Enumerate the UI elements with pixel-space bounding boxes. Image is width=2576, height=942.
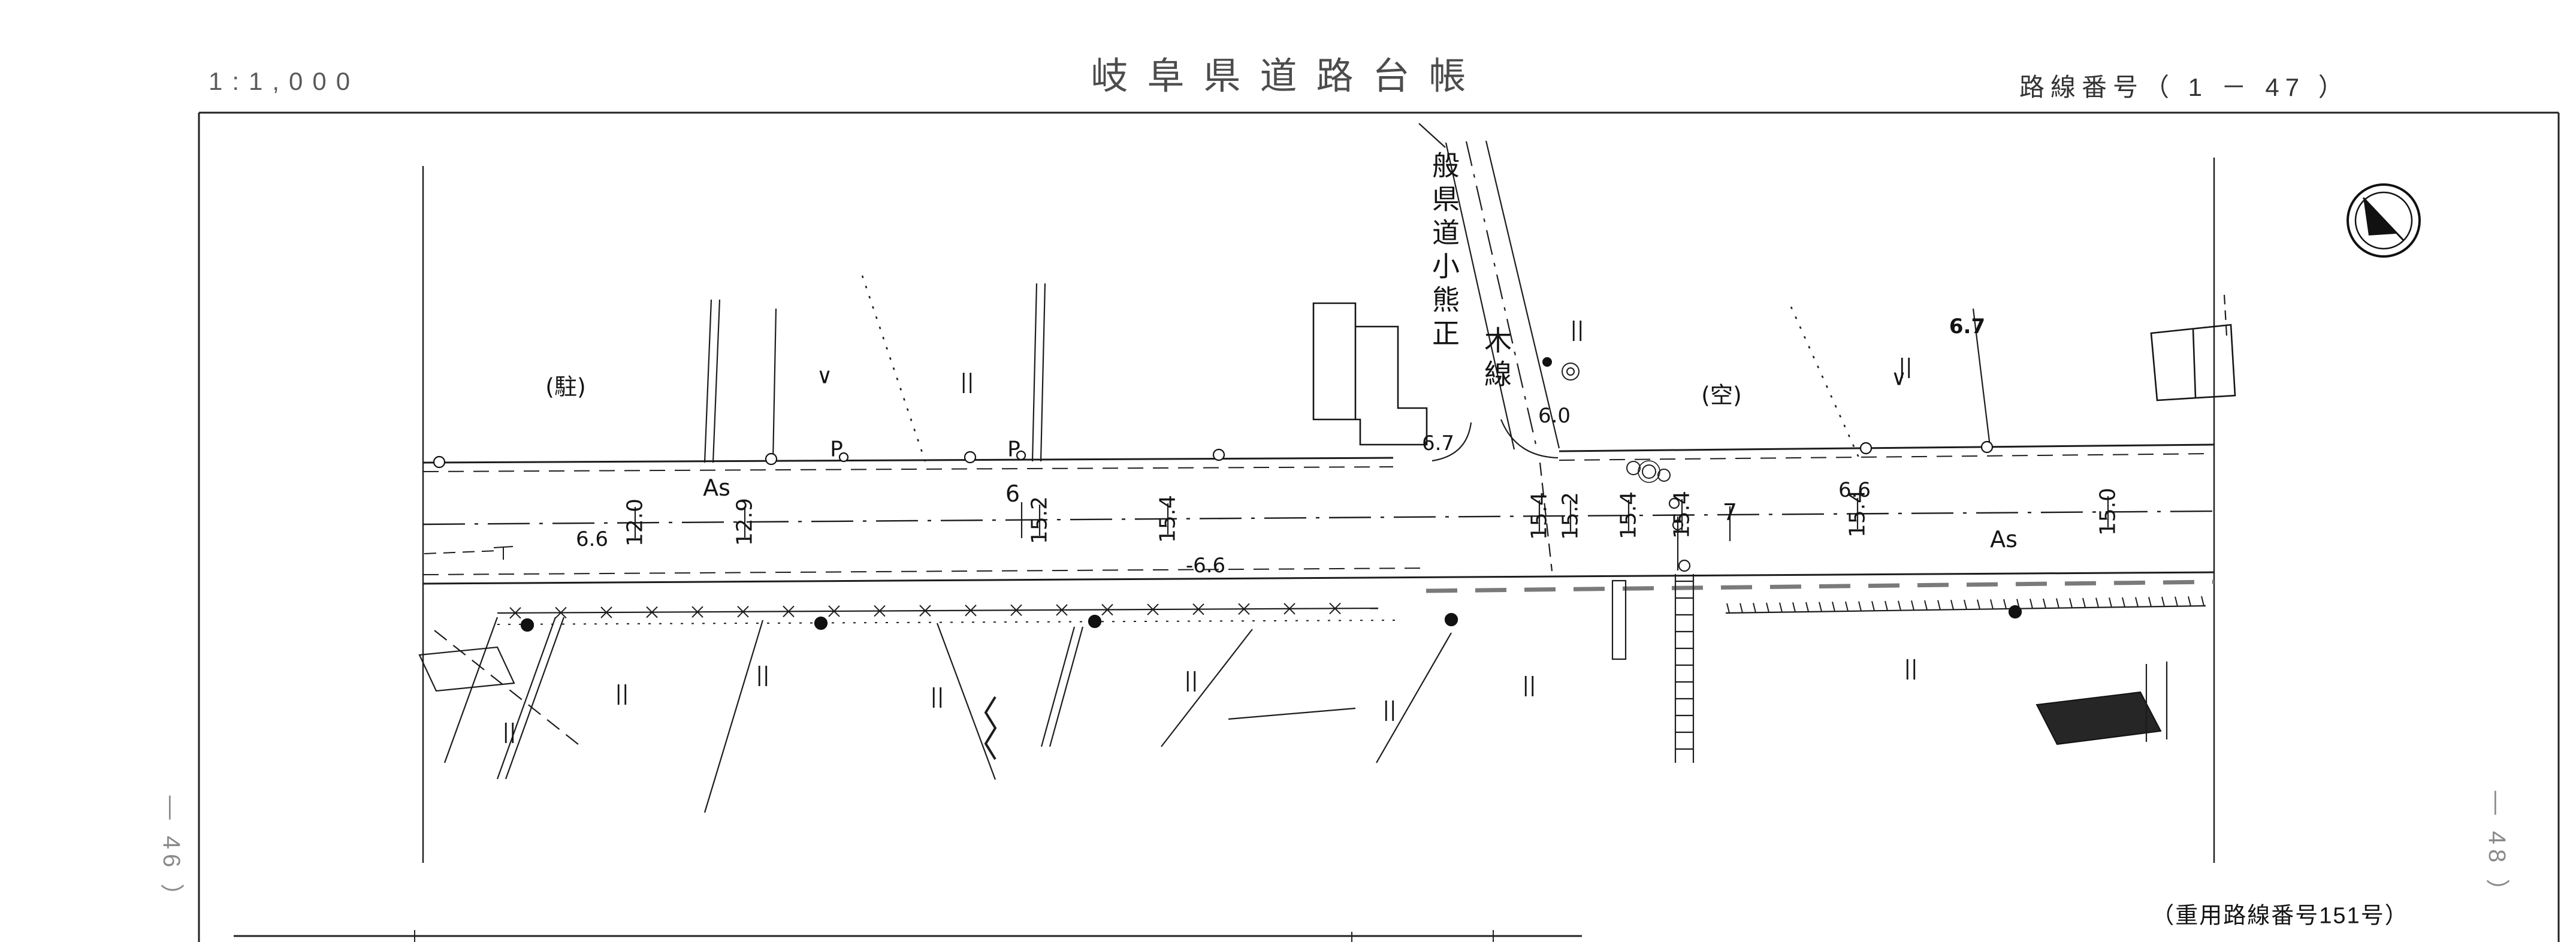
pole-label: P <box>830 437 843 462</box>
surface-label: As <box>703 475 730 501</box>
main-road-lines <box>422 443 2215 625</box>
map-annotation: 12.9 <box>732 497 757 547</box>
station-number: 6 <box>1005 481 1020 507</box>
surface-label: As <box>1990 526 2018 552</box>
map-annotation: 6.7 <box>1421 431 1455 455</box>
land-use-label: (空) <box>1701 382 1742 409</box>
station-ticks <box>634 496 2109 541</box>
map-annotation: 15.0 <box>2095 487 2121 536</box>
map-annotation: 15.4 <box>1669 490 1695 539</box>
map-annotation: 6.7 <box>1949 315 1986 339</box>
pole-label: P <box>1007 437 1020 462</box>
junction-markers <box>1542 357 1671 483</box>
map-annotation: 6.0 <box>1538 404 1571 428</box>
route-number-label: 路線番号（ 1 － 47 ） <box>2019 73 2349 101</box>
map-annotation: 6.6 <box>575 527 609 551</box>
land-use-label: (駐) <box>545 373 586 400</box>
branch-road-lines <box>1418 123 1560 572</box>
parcel-boundaries <box>418 275 2228 813</box>
paddy-symbol: || <box>930 684 944 708</box>
paddy-symbol: || <box>1904 656 1918 680</box>
north-arrow-icon <box>2347 183 2421 258</box>
paddy-symbol: || <box>615 681 629 705</box>
fence-line-marks <box>509 602 1341 619</box>
paddy-symbol: || <box>1898 355 1913 379</box>
map-annotation: 6.6 <box>1838 478 1871 502</box>
map-annotation: 12.0 <box>623 498 648 547</box>
map-inner-borders <box>422 158 2215 863</box>
map-annotation: 15.2 <box>1027 496 1052 545</box>
field-symbol: ∨ <box>816 364 833 389</box>
map-annotation: 15.4 <box>1527 491 1552 541</box>
paddy-symbol: || <box>502 720 517 744</box>
sheet-frame <box>198 111 2560 942</box>
map-annotation: -6.6 <box>1185 554 1226 578</box>
paddy-symbol: || <box>756 663 770 687</box>
route-name-label: 木線 <box>1480 326 1512 393</box>
paddy-symbol: || <box>960 370 974 394</box>
field-symbol: ∨ <box>1891 366 1907 391</box>
paddy-symbol: || <box>1184 668 1198 692</box>
paddy-symbol: || <box>1522 673 1536 697</box>
station-number: 7 <box>1722 499 1738 526</box>
page-title: 岐阜県道路台帳 <box>1091 56 1485 97</box>
paddy-symbol: || <box>1382 698 1397 721</box>
map-scale-label: 1:1,000 <box>209 67 360 95</box>
pole-markers <box>433 440 2022 632</box>
map-annotation: 15.4 <box>1155 494 1180 544</box>
embankment-hatch <box>1726 596 2204 614</box>
map-annotation: 15.4 <box>1616 491 1641 540</box>
overlap-route-note: （重用路線番号151号） <box>2151 903 2409 929</box>
map-annotation: 15.2 <box>1558 491 1583 541</box>
paddy-symbol: || <box>1570 318 1584 342</box>
route-name-label: 般県道小熊正 <box>1428 151 1460 352</box>
building-outlines <box>1312 302 2236 446</box>
hatched-building <box>2036 691 2162 745</box>
